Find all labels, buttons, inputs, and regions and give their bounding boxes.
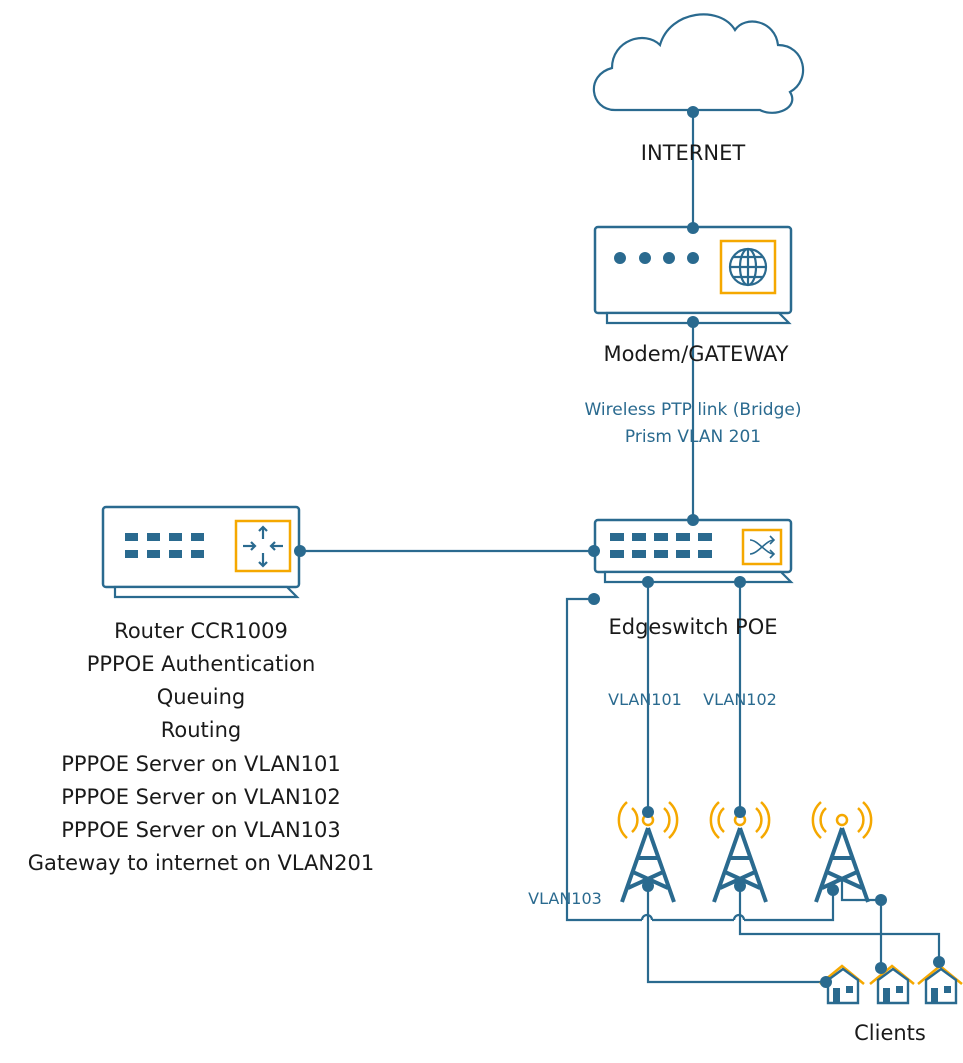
router-line: Queuing xyxy=(157,685,246,709)
client-house-3-icon xyxy=(917,964,963,1005)
switch-arrows-icon xyxy=(749,535,776,559)
edgeswitch-device xyxy=(593,518,794,584)
router-line: Routing xyxy=(161,718,242,742)
link-label-line2: Prism VLAN 201 xyxy=(625,427,761,447)
vlan103-label: VLAN103 xyxy=(528,889,602,908)
router-description: Router CCR1009 PPPOE Authentication Queu… xyxy=(28,619,374,875)
cell-tower-3-icon xyxy=(811,801,873,903)
switch-ports xyxy=(610,533,712,558)
link-label-line1: Wireless PTP link (Bridge) xyxy=(585,400,802,420)
switch-label: Edgeswitch POE xyxy=(608,615,777,639)
cell-tower-2-icon xyxy=(709,801,771,903)
router-line: PPPOE Server on VLAN101 xyxy=(61,752,341,776)
router-line: Gateway to internet on VLAN201 xyxy=(28,851,374,875)
router-device xyxy=(101,505,301,599)
router-line: PPPOE Authentication xyxy=(87,652,316,676)
internet-label: INTERNET xyxy=(641,141,746,165)
modem-label: Modem/GATEWAY xyxy=(603,342,788,366)
internet-cloud-icon xyxy=(592,13,805,114)
clients-label: Clients xyxy=(854,1021,926,1045)
router-line: Router CCR1009 xyxy=(114,619,288,643)
connection-lines xyxy=(300,112,941,984)
router-ports xyxy=(125,533,204,558)
router-arrows-icon xyxy=(243,525,283,568)
vlan102-label: VLAN102 xyxy=(703,690,777,709)
router-line: PPPOE Server on VLAN103 xyxy=(61,818,341,842)
cell-tower-1-icon xyxy=(617,801,679,903)
globe-icon xyxy=(728,247,768,287)
connector-dots xyxy=(294,106,945,988)
router-line: PPPOE Server on VLAN102 xyxy=(61,785,341,809)
modem-device xyxy=(593,225,793,325)
vlan101-label: VLAN101 xyxy=(608,690,682,709)
client-house-2-icon xyxy=(869,964,915,1005)
